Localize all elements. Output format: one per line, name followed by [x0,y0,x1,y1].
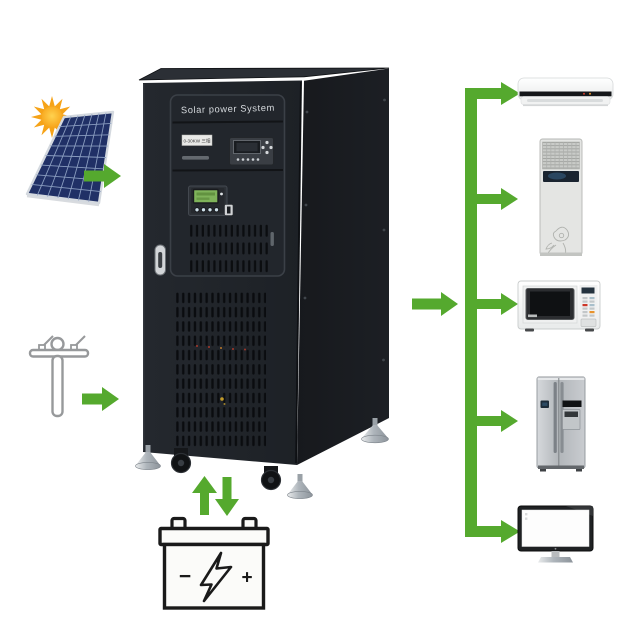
branch-arrow-monitor [501,520,520,543]
battery-charge-discharge-arrows [192,476,239,516]
solar-source [25,96,121,207]
battery-minus-label: − [179,565,191,588]
branch-arrow-floor-ac [501,188,518,210]
door-divider-2 [172,169,284,172]
arrow-inverter-to-loads-icon [412,292,458,316]
door-divider-1 [172,120,284,124]
controller-lcd [192,188,219,204]
cabinet-side-panel [297,68,389,465]
leveling-foot-front-left [135,445,161,470]
cabinet-door-gap [295,81,302,464]
battery-plus-label: + [241,568,252,589]
microwave-control-panel [579,285,598,327]
breaker-switch [224,204,234,216]
cabinet-title: Solar power System [181,103,275,116]
power-pole-icon [28,335,90,418]
inverter-button-row [236,158,260,161]
battery-icon: − + [158,516,270,610]
small-caption-bar [182,156,209,160]
inverter-display-panel [229,137,274,166]
leveling-foot-front-right [287,474,313,499]
distribution-line [465,82,520,543]
door-latch [270,232,274,246]
distribution-trunk [465,88,477,537]
arrow-battery-to-inverter-icon [192,476,217,515]
branch-arrow-fridge [501,410,518,432]
caster-wheel-left [170,448,192,474]
cabinet-lid [138,67,390,81]
panel-screws [303,98,386,362]
leveling-foot-back-right [361,418,389,444]
branch-arrow-microwave [501,293,518,315]
arrow-solar-to-inverter-icon [84,164,121,188]
lower-vent-grille [174,291,266,448]
solar-panel-icon [25,110,115,207]
door-handle [154,244,166,276]
indicator-glints [196,345,246,405]
inverter-nav-buttons [261,140,273,155]
arrow-inverter-to-battery-icon [215,477,239,516]
model-label-sticker [181,134,213,146]
floor-standing-air-conditioner-icon [539,138,583,256]
inverter-cabinet: Solar power System 0-30KW 三相 [135,67,390,499]
caster-wheel-right [260,466,282,491]
door-vent-grille [188,222,270,275]
sun-icon [31,96,73,138]
arrow-grid-to-inverter-icon [82,387,119,411]
refrigerator-icon [536,376,586,472]
microwave-oven-icon [517,280,601,332]
computer-monitor-icon [517,505,594,563]
model-label-text: 0-30KW 三相 [183,138,210,145]
controller-buttons [194,207,219,213]
charge-controller-panel [188,185,228,216]
split-air-conditioner-icon [517,77,614,107]
grid-source [28,335,119,418]
lightning-bolt-icon [199,551,233,603]
branch-arrow-ac [501,82,520,105]
